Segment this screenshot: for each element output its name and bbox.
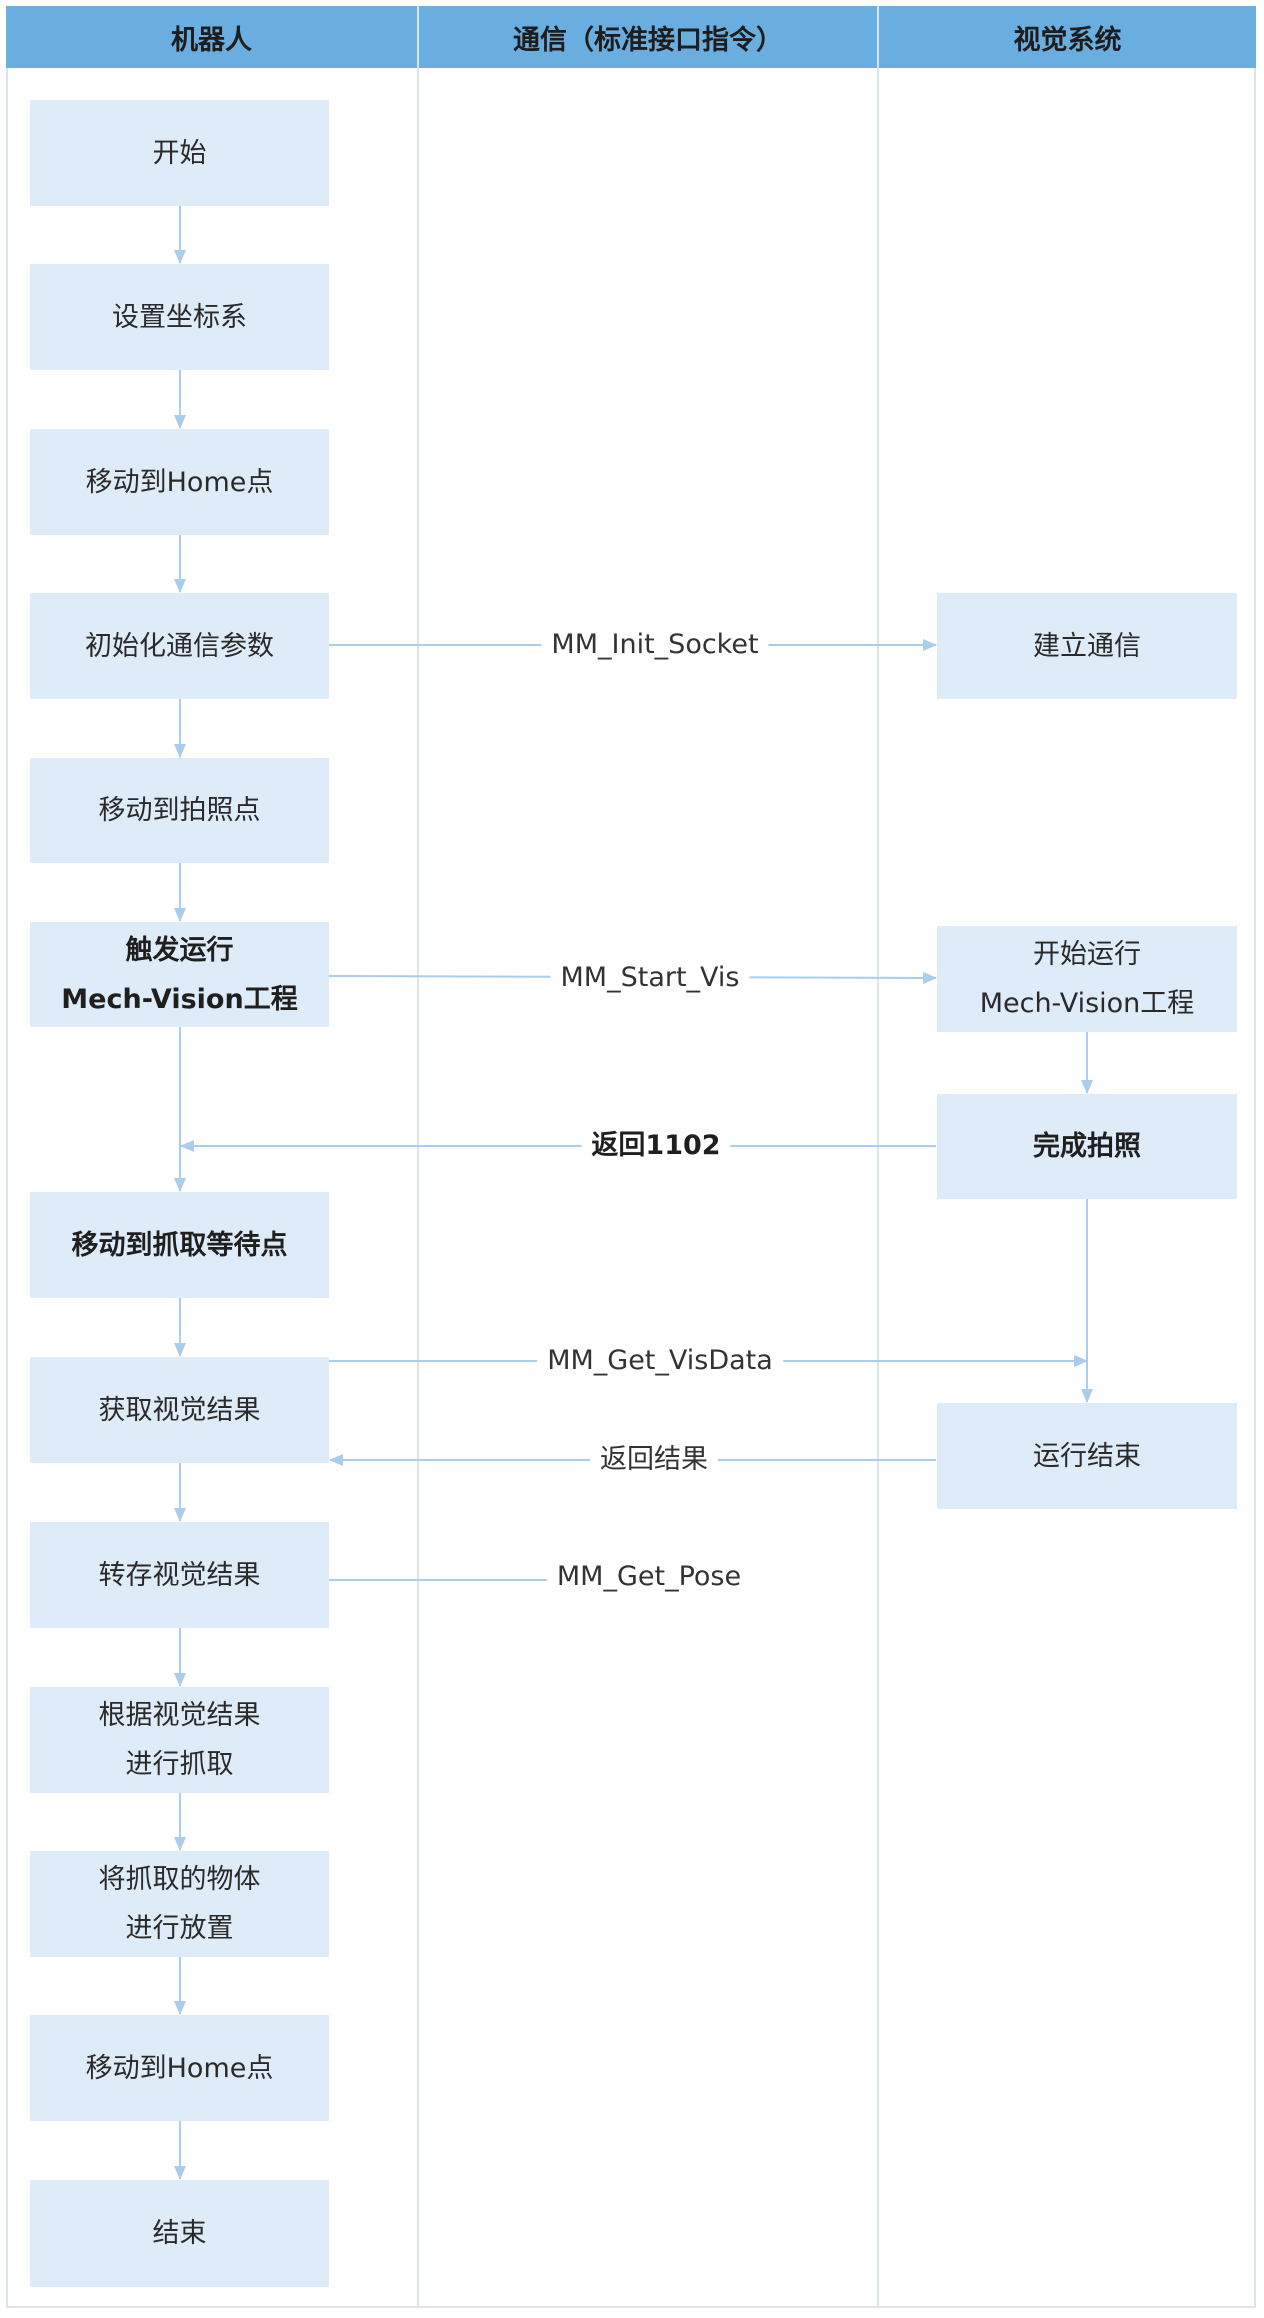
box-text-line: 移动到Home点	[85, 466, 274, 498]
box-text-line: 初始化通信参数	[85, 630, 274, 662]
box-text-line: 获取视觉结果	[98, 1394, 261, 1426]
message-label-get-pose: MM_Get_Pose	[546, 1560, 752, 1594]
vision-run-end: 运行结束	[937, 1403, 1237, 1509]
box-text-line: 建立通信	[1033, 630, 1141, 662]
box-text-line: 移动到Home点	[85, 2052, 274, 2084]
box-text-line: 开始运行	[1033, 939, 1141, 970]
step-pick-by-result: 根据视觉结果进行抓取	[30, 1687, 329, 1793]
lane-header-vision-system: 视觉系统	[879, 6, 1256, 68]
step-place-object: 将抓取的物体进行放置	[30, 1851, 329, 1957]
step-start: 开始	[30, 100, 329, 206]
message-label-return-1102: 返回1102	[581, 1129, 731, 1163]
message-label-init-socket: MM_Init_Socket	[541, 628, 769, 662]
box-text-line: 根据视觉结果	[98, 1700, 261, 1731]
box-text-line: 转存视觉结果	[98, 1559, 261, 1591]
step-save-vision-result: 转存视觉结果	[30, 1522, 329, 1628]
lane-header-communication: 通信（标准接口指令）	[419, 6, 877, 68]
box-text-line: 触发运行	[125, 934, 234, 966]
box-text-line: 移动到抓取等待点	[71, 1229, 288, 1261]
box-text-line: 进行抓取	[125, 1749, 234, 1780]
box-text-line: 移动到拍照点	[98, 795, 261, 826]
lane-header-robot: 机器人	[6, 6, 417, 68]
lane-divider	[877, 6, 879, 2308]
step-get-vision-result: 获取视觉结果	[30, 1357, 329, 1463]
step-end: 结束	[30, 2180, 329, 2287]
step-init-comm-params: 初始化通信参数	[30, 593, 329, 699]
vision-establish-comm: 建立通信	[937, 593, 1237, 699]
box-text-line: Mech-Vision工程	[61, 983, 298, 1015]
step-move-home: 移动到Home点	[30, 429, 329, 535]
lane-divider	[417, 6, 419, 2308]
message-label-start-vis: MM_Start_Vis	[550, 961, 750, 995]
box-text-line: Mech-Vision工程	[979, 988, 1195, 1019]
message-label-return-result: 返回结果	[590, 1443, 718, 1477]
vision-photo-complete: 完成拍照	[937, 1094, 1237, 1199]
box-text-line: 开始	[152, 137, 207, 169]
step-move-grab-wait-point: 移动到抓取等待点	[30, 1192, 329, 1298]
box-text-line: 设置坐标系	[112, 301, 247, 333]
box-text-line: 进行放置	[125, 1913, 234, 1944]
box-text-line: 完成拍照	[1033, 1131, 1141, 1162]
vision-run-mech-vision: 开始运行 Mech-Vision工程	[937, 926, 1237, 1032]
step-set-coordinate-system: 设置坐标系	[30, 264, 329, 370]
step-move-photo-point: 移动到拍照点	[30, 758, 329, 863]
box-text-line: 运行结束	[1033, 1440, 1141, 1472]
step-move-home-final: 移动到Home点	[30, 2015, 329, 2121]
message-label-get-visdata: MM_Get_VisData	[537, 1344, 783, 1378]
step-trigger-mech-vision: 触发运行 Mech-Vision工程	[30, 922, 329, 1027]
box-text-line: 结束	[152, 2218, 207, 2249]
box-text-line: 将抓取的物体	[98, 1864, 261, 1895]
